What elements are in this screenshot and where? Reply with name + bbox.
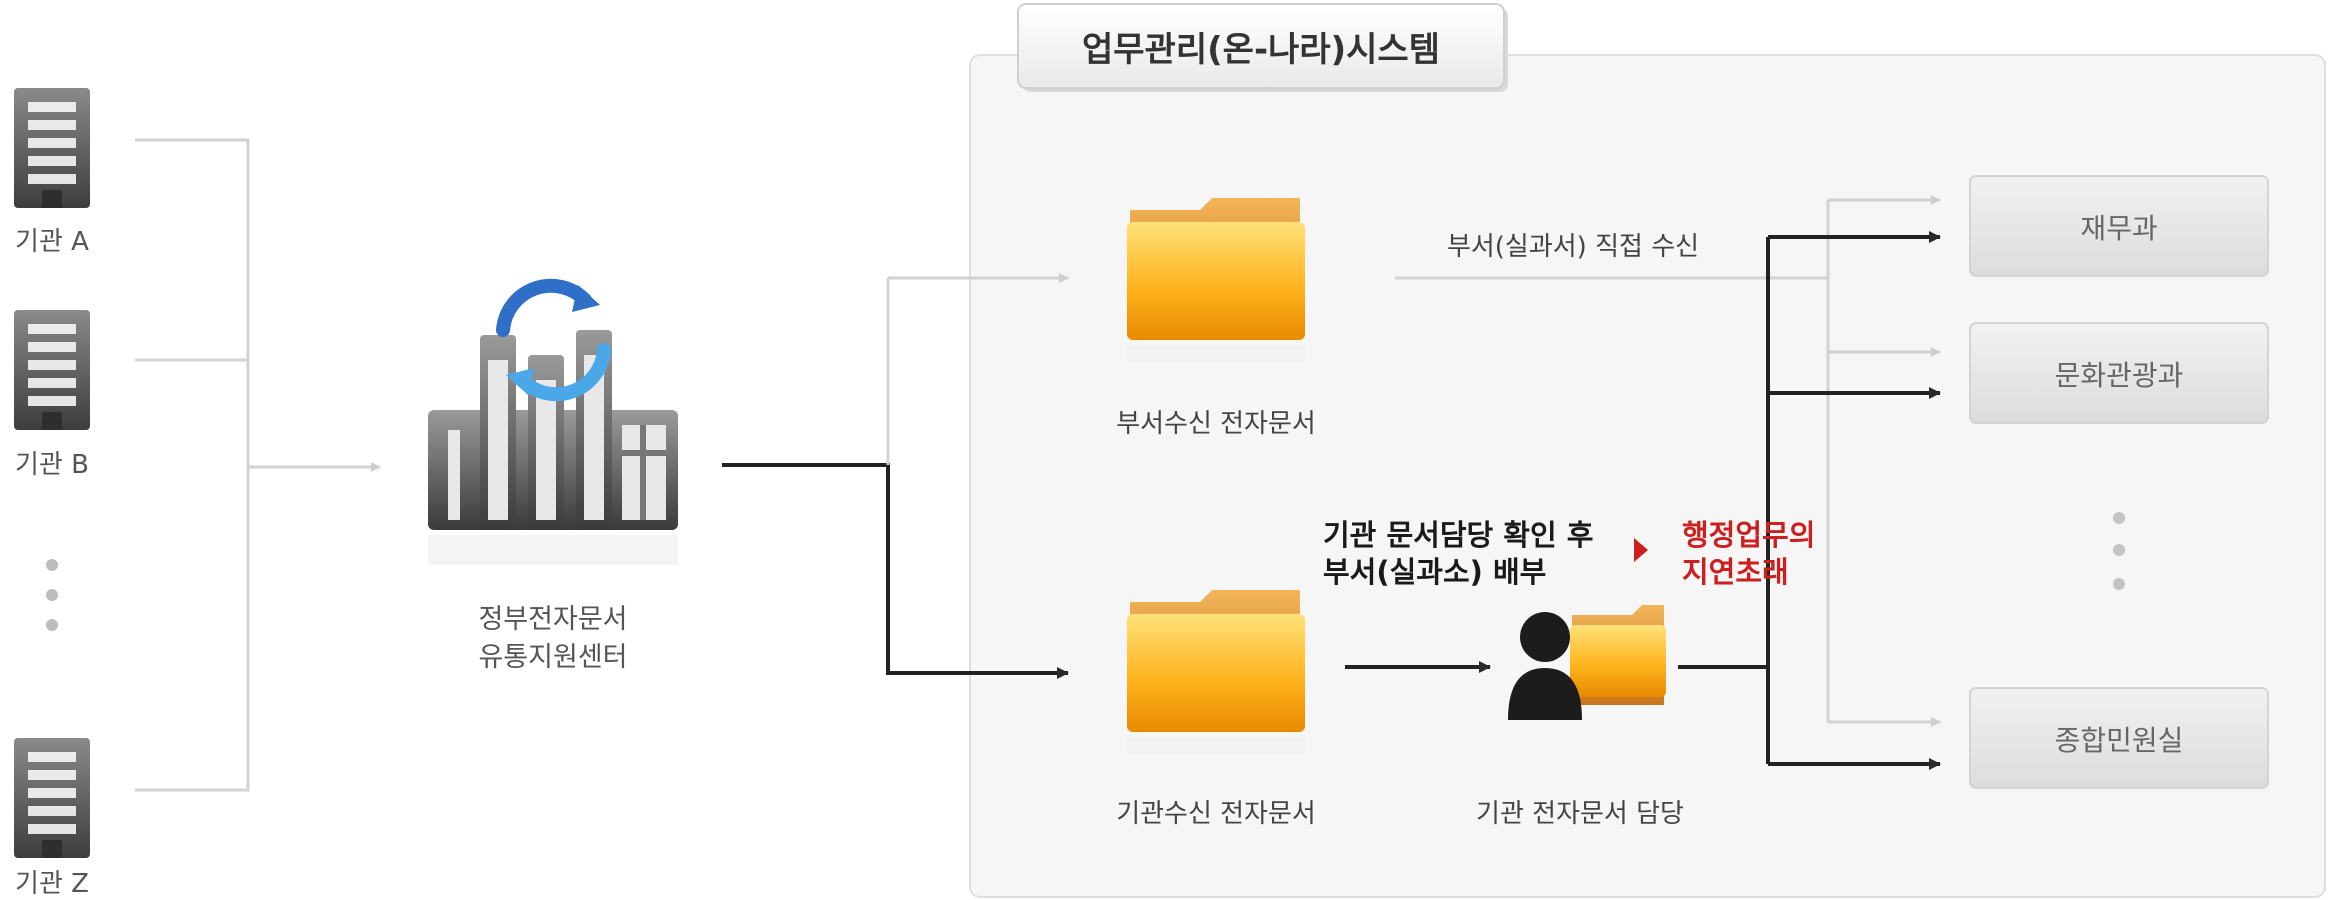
direct-receive-label: 부서(실과서) 직접 수신	[1447, 232, 1699, 262]
department-label: 문화관광과	[2055, 359, 2184, 392]
agency-b: 기관 B	[14, 310, 90, 480]
department-label: 종합민원실	[2055, 724, 2184, 757]
agency-folder-label: 기관수신 전자문서	[1116, 799, 1316, 829]
hub-icon	[428, 330, 678, 565]
department-culture-tourism: 문화관광과	[1969, 322, 2269, 424]
confirm-label-line1: 기관 문서담당 확인 후	[1323, 518, 1593, 552]
officer-flow	[1678, 231, 1941, 770]
system-title: 업무관리(온-나라)시스템	[1082, 30, 1440, 70]
agency-z: 기관 Z	[14, 738, 90, 899]
confirm-label-line2: 부서(실과소) 배부	[1323, 555, 1546, 589]
agency-label: 기관 B	[15, 450, 89, 480]
system-title-box: 업무관리(온-나라)시스템	[1017, 3, 1508, 92]
direct-flow	[1395, 195, 1941, 727]
department-label: 재무과	[2080, 212, 2157, 245]
agency-connector	[135, 138, 381, 792]
sync-icon	[496, 278, 611, 402]
agency-label: 기관 Z	[15, 869, 89, 899]
officer-label: 기관 전자문서 담당	[1476, 799, 1684, 829]
delay-label-line1: 행정업무의	[1682, 518, 1815, 552]
building-icon	[14, 738, 90, 858]
agency-label: 기관 A	[15, 227, 89, 257]
hub-to-folders-connector	[722, 273, 1069, 679]
department-civil-service: 종합민원실	[1969, 687, 2269, 789]
agency-ellipsis	[46, 559, 58, 631]
folder-icon-dept	[1127, 198, 1305, 363]
hub-label-line2: 유통지원센터	[478, 642, 627, 673]
building-icon	[14, 310, 90, 430]
folder-icon-agency	[1127, 590, 1305, 755]
hub-label-line1: 정부전자문서	[478, 604, 627, 635]
delay-label-line2: 지연초래	[1682, 555, 1789, 589]
building-icon	[14, 88, 90, 208]
agency-a: 기관 A	[14, 88, 90, 257]
department-ellipsis	[2113, 512, 2125, 590]
delay-arrow-icon	[1634, 538, 1648, 562]
department-finance: 재무과	[1969, 175, 2269, 277]
dept-folder-label: 부서수신 전자문서	[1116, 409, 1316, 439]
officer-icon	[1508, 605, 1666, 720]
